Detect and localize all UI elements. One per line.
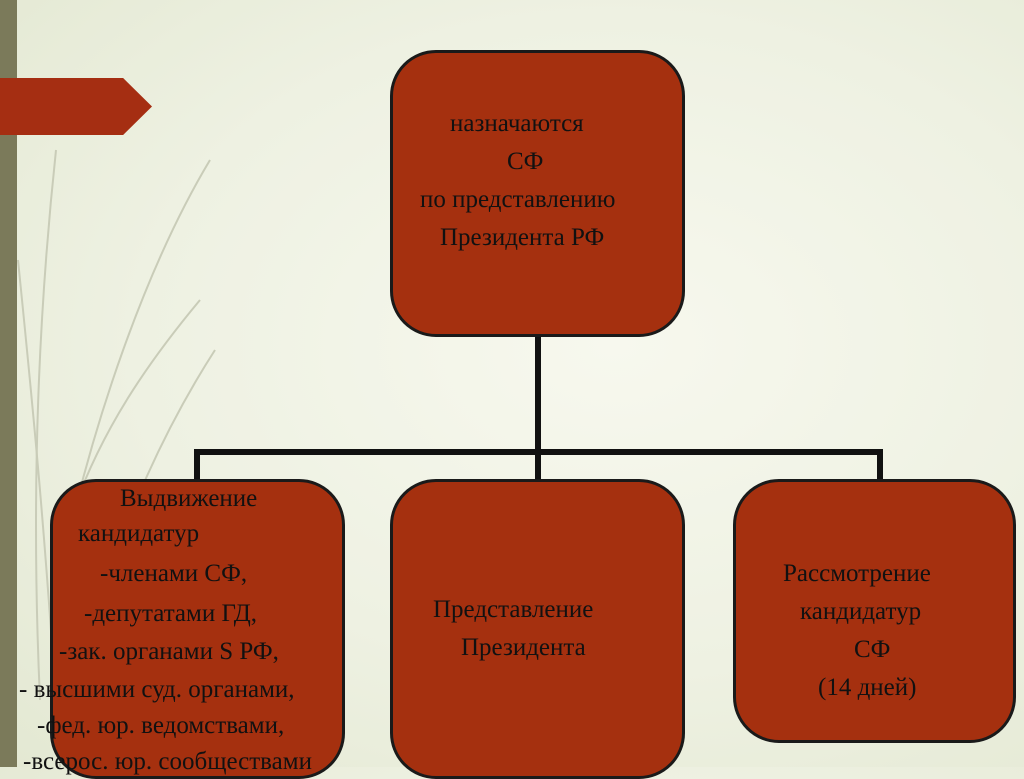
left-line-6: - высшими суд. органами,	[19, 673, 295, 707]
right-line-3: СФ	[854, 633, 890, 667]
right-line-2: кандидатур	[800, 595, 921, 629]
presentation-box: Представление Президента	[390, 479, 685, 779]
top-line-2: СФ	[507, 145, 543, 179]
top-line-1: назначаются	[450, 107, 584, 141]
right-line-4: (14 дней)	[818, 671, 916, 705]
left-line-8: -всерос. юр. сообществами	[23, 745, 312, 779]
left-line-3: -членами СФ,	[100, 557, 247, 591]
consideration-box: Рассмотрение кандидатур СФ (14 дней)	[733, 479, 1016, 743]
top-line-4: Президента РФ	[440, 221, 604, 255]
left-line-2: кандидатур	[78, 517, 199, 551]
left-line-1: Выдвижение	[120, 482, 257, 516]
nomination-box: Выдвижение кандидатур -членами СФ, -депу…	[50, 479, 345, 779]
mid-line-2: Президента	[461, 631, 586, 665]
left-line-7: -фед. юр. ведомствами,	[37, 709, 284, 743]
appointment-box: назначаются СФ по представлению Президен…	[390, 50, 685, 337]
left-line-5: -зак. органами S РФ,	[59, 635, 279, 669]
right-line-1: Рассмотрение	[783, 557, 931, 591]
left-line-4: -депутатами ГД,	[84, 597, 257, 631]
mid-line-1: Представление	[433, 593, 593, 627]
top-line-3: по представлению	[420, 183, 615, 217]
